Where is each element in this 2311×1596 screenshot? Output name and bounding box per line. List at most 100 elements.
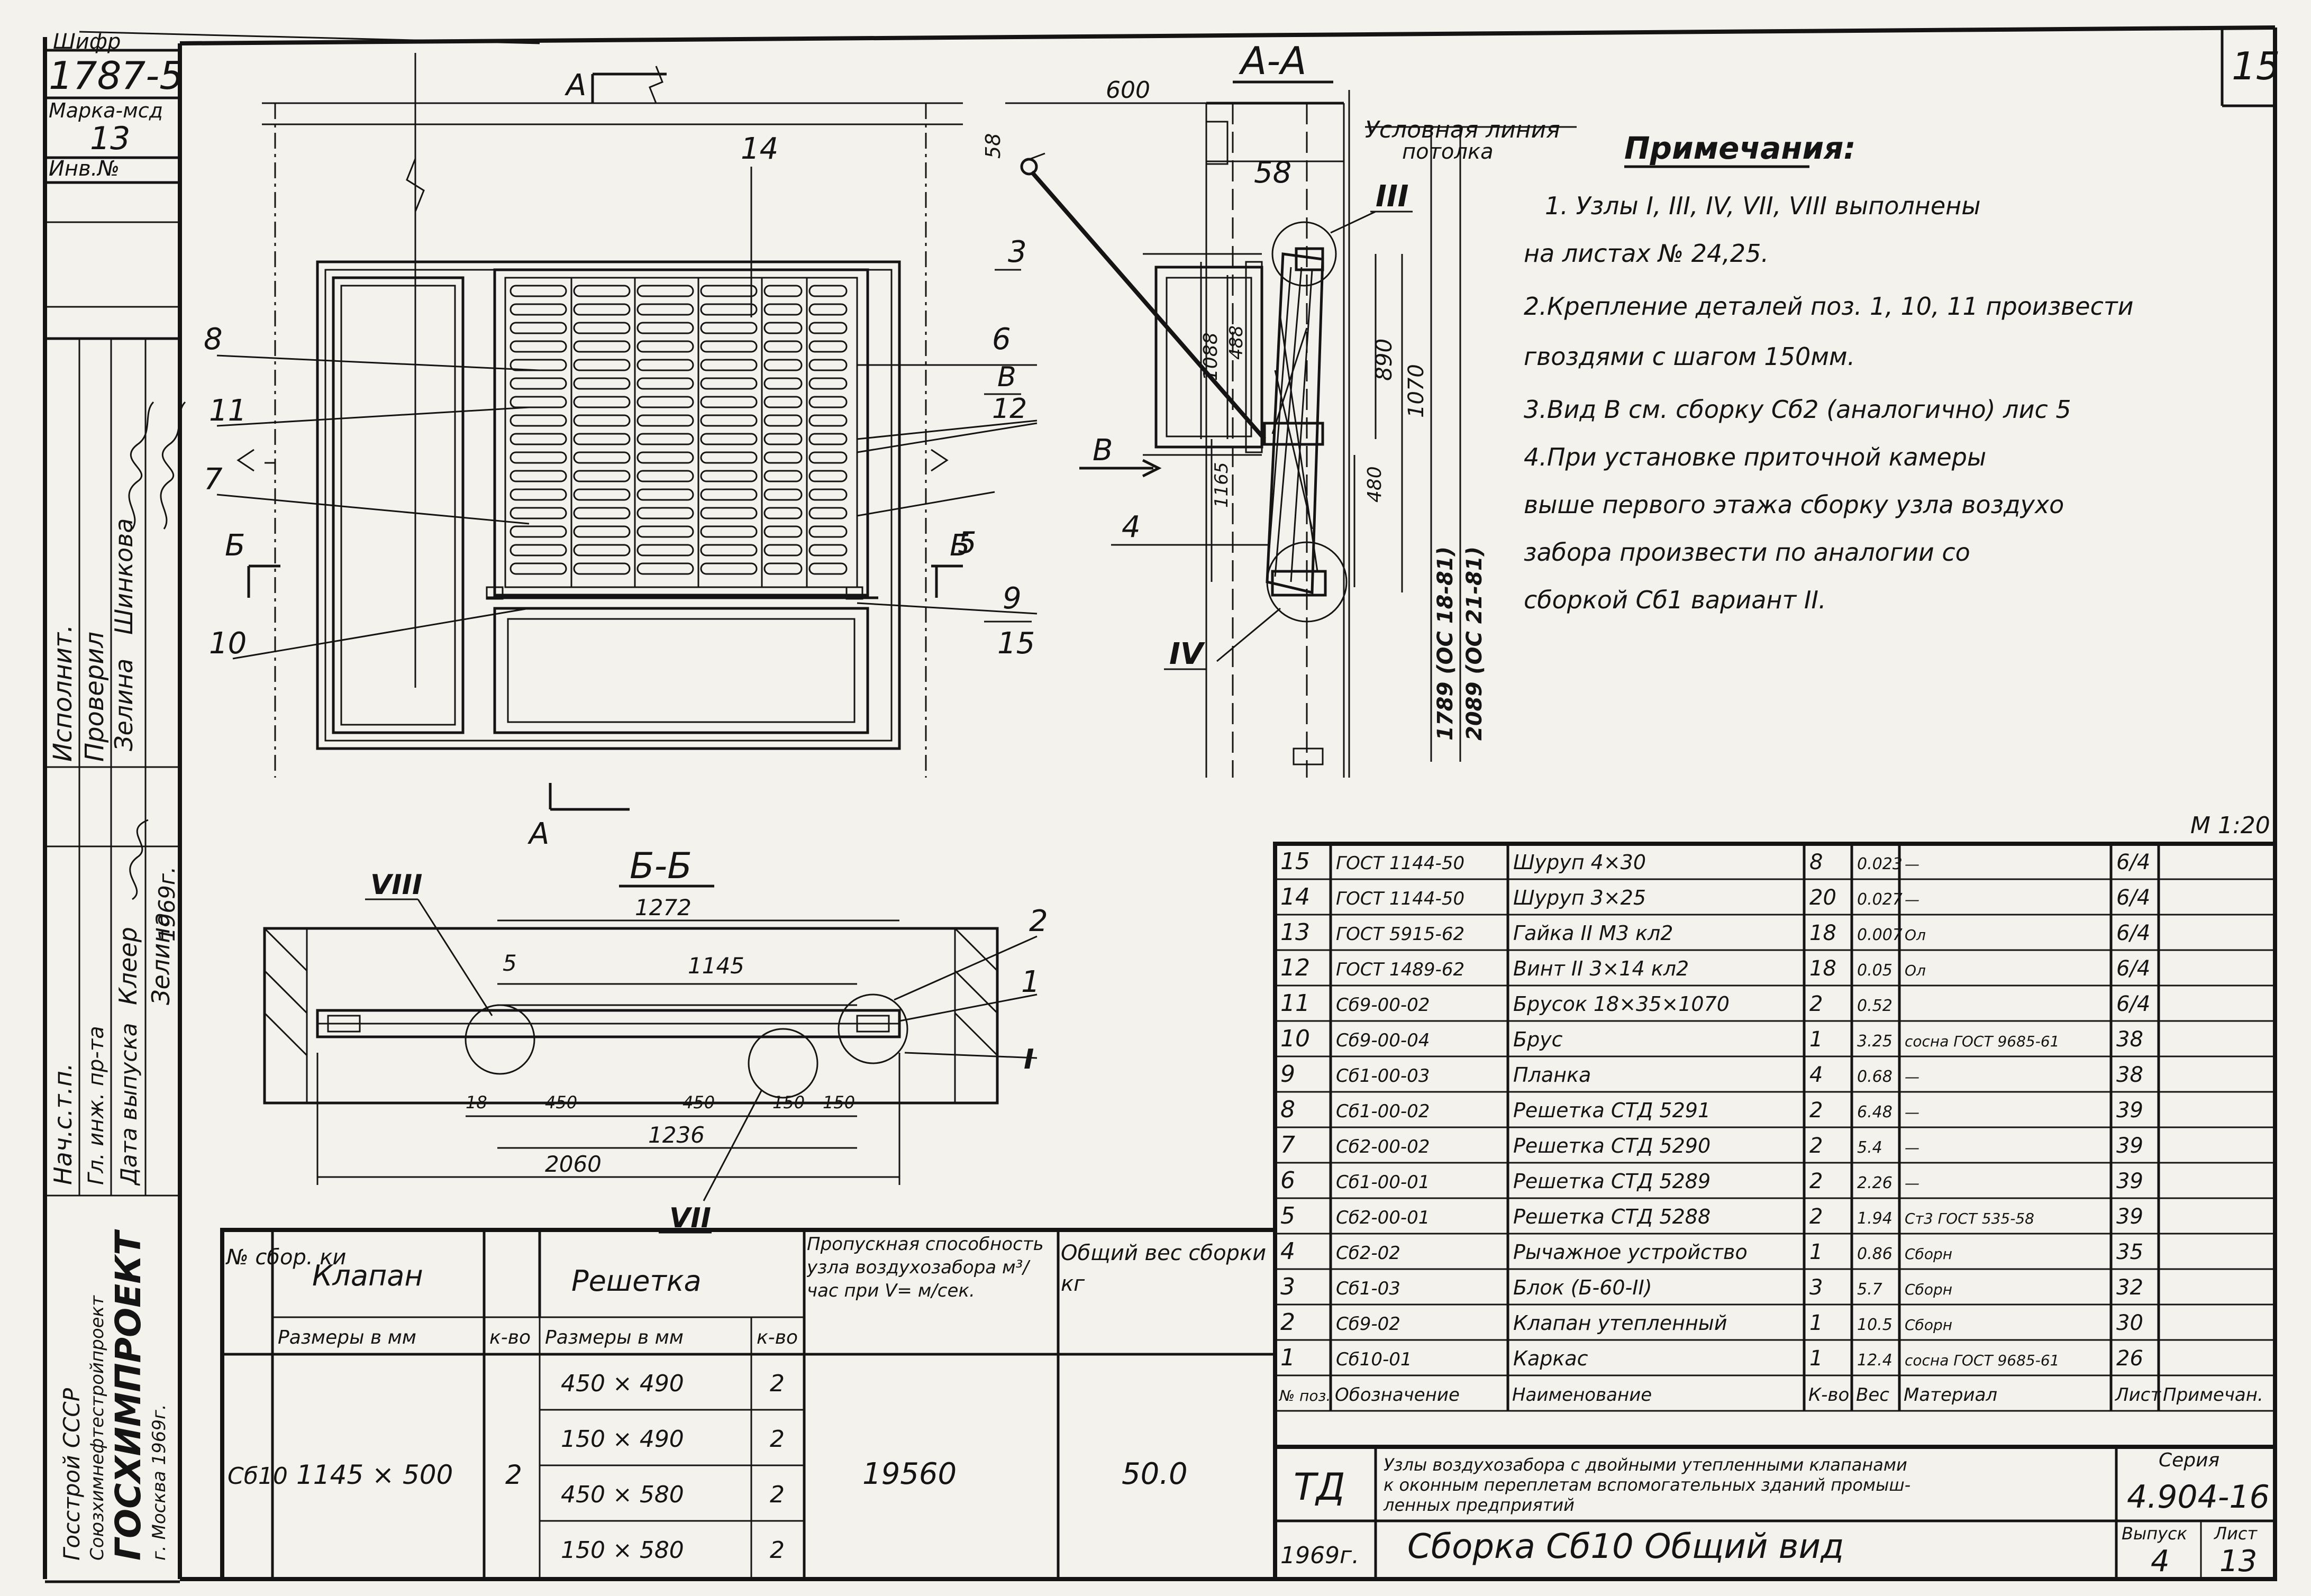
spec-cell-r14-c2: Каркас bbox=[1513, 1347, 1588, 1370]
spec-cell-r14-c4: 12.4 bbox=[1857, 1351, 1893, 1370]
dim-2060: 2060 bbox=[545, 1151, 602, 1177]
spec-cell-r14-c0: 1 bbox=[1280, 1344, 1295, 1371]
tb-code: ТД bbox=[1294, 1465, 1345, 1509]
tb-desc-1: Узлы воздухозабора с двойными утепленным… bbox=[1384, 1455, 1907, 1475]
spec-cell-r9-c3: 2 bbox=[1809, 1169, 1823, 1193]
spec-cell-r1-c6: 6/4 bbox=[2116, 886, 2150, 910]
spec-cell-r10-c4: 1.94 bbox=[1857, 1209, 1893, 1228]
note-line-9: сборкой Сб1 вариант II. bbox=[1524, 586, 1826, 614]
spec-cell-r1-c0: 14 bbox=[1280, 883, 1310, 910]
sheet-number: 15 bbox=[2232, 44, 2280, 88]
spec-cell-r8-c0: 7 bbox=[1280, 1132, 1295, 1159]
spec-cell-r3-c6: 6/4 bbox=[2116, 956, 2150, 981]
spec-cell-r2-c6: 6/4 bbox=[2116, 921, 2150, 945]
spec-cell-r3-c2: Винт II 3×14 кл2 bbox=[1513, 957, 1689, 980]
spec-cell-r0-c2: Шуруп 4×30 bbox=[1513, 851, 1646, 874]
note-line-8: забора произвести по аналогии со bbox=[1524, 538, 1970, 567]
callout-15: 15 bbox=[997, 626, 1035, 661]
spec-cell-r8-c6: 39 bbox=[2116, 1134, 2143, 1158]
section-aa: А-А Условная линия потолка 600 58 58 3 bbox=[981, 39, 1577, 778]
spec-cell-r7-c6: 39 bbox=[2116, 1098, 2143, 1123]
vt-grille-size-3: 450 × 580 bbox=[561, 1481, 684, 1508]
grille-section bbox=[1266, 252, 1324, 595]
spec-cell-r3-c4: 0.05 bbox=[1857, 961, 1893, 980]
spec-cell-r13-c2: Клапан утепленный bbox=[1513, 1311, 1727, 1335]
spec-cell-r14-c3: 1 bbox=[1809, 1346, 1823, 1371]
callout-14: 14 bbox=[741, 132, 778, 166]
sheet-number-box: 15 bbox=[2221, 28, 2280, 107]
vt-assembly-no: Сб10 bbox=[228, 1463, 288, 1490]
node-iii-circle bbox=[1271, 221, 1337, 287]
callout-7: 7 bbox=[204, 462, 223, 497]
vt-header-weight: Общий вес сборки кг bbox=[1061, 1241, 1267, 1296]
vt-grille-size-4: 150 × 580 bbox=[561, 1537, 684, 1564]
note-line-3: 2.Крепление деталей поз. 1, 10, 11 произ… bbox=[1524, 292, 2134, 321]
node-i-circle bbox=[838, 993, 908, 1064]
dim-480: 480 bbox=[1364, 466, 1386, 503]
vt-header-valve: Клапан bbox=[312, 1259, 423, 1292]
section-bb: Б-Б VIII VII I 2 1 1272 5 114 bbox=[263, 845, 1048, 1234]
spec-cell-r10-c3: 2 bbox=[1809, 1205, 1823, 1229]
org-sub: Союзхимнефтестройпроект bbox=[87, 1295, 108, 1561]
vt-weight: 50.0 bbox=[1122, 1457, 1188, 1491]
spec-cell-r0-c1: ГОСТ 1144-50 bbox=[1336, 853, 1464, 874]
dim-488: 488 bbox=[1226, 325, 1247, 360]
spec-cell-r3-c5: Ол bbox=[1905, 962, 1926, 979]
dim-450-b: 450 bbox=[683, 1092, 715, 1112]
spec-cell-r1-c3: 20 bbox=[1809, 886, 1836, 910]
front-view: А А Б Б 8 11 7 10 14 6 В 12 5 9 15 bbox=[204, 53, 1038, 851]
spec-cell-r1-c4: 0.027 bbox=[1857, 890, 1903, 909]
vt-capacity: 19560 bbox=[862, 1457, 957, 1491]
name-executor: Шинкова bbox=[110, 518, 138, 635]
window-frame-outer bbox=[316, 260, 901, 750]
spec-cell-r9-c2: Решетка СТД 5289 bbox=[1513, 1170, 1710, 1193]
spec-cell-r9-c1: Сб1-00-01 bbox=[1336, 1172, 1430, 1193]
cut-b-right: Б bbox=[950, 528, 970, 563]
section-aa-title: А-А bbox=[1239, 39, 1307, 83]
spec-cell-r3-c1: ГОСТ 1489-62 bbox=[1336, 959, 1464, 980]
spec-cell-r8-c2: Решетка СТД 5290 bbox=[1513, 1134, 1710, 1157]
dim-150-a: 150 bbox=[772, 1092, 805, 1112]
spec-cell-r7-c5: — bbox=[1905, 1103, 1919, 1121]
spec-cell-r14-c5: сосна ГОСТ 9685-61 bbox=[1905, 1352, 2059, 1369]
name-chief-engineer: Зелина bbox=[147, 913, 175, 1005]
role-checked: Проверил bbox=[80, 632, 110, 762]
spec-cell-r4-c4: 0.52 bbox=[1857, 997, 1893, 1015]
spec-cell-r9-c4: 2.26 bbox=[1857, 1174, 1893, 1192]
signature-chief bbox=[129, 819, 149, 900]
cut-a-top: А bbox=[565, 68, 586, 103]
dim-1070: 1070 bbox=[1404, 364, 1429, 418]
note-line-2: на листах № 24,25. bbox=[1524, 239, 1769, 268]
spec-cell-r10-c6: 39 bbox=[2116, 1205, 2143, 1229]
tb-sheet: 13 bbox=[2219, 1544, 2257, 1579]
spec-cell-r7-c2: Решетка СТД 5291 bbox=[1513, 1099, 1710, 1122]
spec-cell-r13-c5: Сборн bbox=[1905, 1316, 1952, 1334]
vt-grille-qty-2: 2 bbox=[770, 1426, 785, 1453]
vt-grille-size-2: 150 × 490 bbox=[561, 1426, 684, 1453]
spec-cell-r6-c1: Сб1-00-03 bbox=[1336, 1065, 1430, 1087]
spec-cell-r1-c5: — bbox=[1905, 891, 1919, 908]
spec-cell-r14-c1: Сб10-01 bbox=[1336, 1349, 1412, 1370]
vt-grille-qty-4: 2 bbox=[770, 1537, 785, 1564]
callout-3: 3 bbox=[1008, 235, 1027, 269]
spec-header-4: Вес bbox=[1856, 1384, 1889, 1406]
spec-cell-r11-c1: Сб2-02 bbox=[1336, 1243, 1400, 1264]
spec-cell-r7-c3: 2 bbox=[1809, 1098, 1823, 1123]
callout-9: 9 bbox=[1003, 581, 1022, 616]
dim-450-a: 450 bbox=[545, 1092, 577, 1112]
tb-series: 4.904-16 bbox=[2127, 1479, 2270, 1516]
role-executor: Исполнит. bbox=[48, 624, 78, 762]
spec-cell-r9-c0: 6 bbox=[1280, 1167, 1295, 1194]
spec-header-5: Материал bbox=[1904, 1384, 1997, 1406]
callout-4: 4 bbox=[1122, 510, 1141, 544]
spec-cell-r0-c0: 15 bbox=[1280, 848, 1310, 875]
marka-value: 13 bbox=[90, 120, 130, 157]
dim-1272: 1272 bbox=[635, 895, 692, 920]
inv-label: Инв.№ bbox=[49, 157, 120, 181]
spec-header-3: К-во bbox=[1808, 1384, 1849, 1406]
section-bb-title: Б-Б bbox=[630, 845, 692, 887]
tb-desc-2: к оконным переплетам вспомогательных зда… bbox=[1384, 1475, 1910, 1495]
spec-cell-r11-c3: 1 bbox=[1809, 1240, 1823, 1264]
vt-grille-qty-1: 2 bbox=[770, 1370, 785, 1397]
